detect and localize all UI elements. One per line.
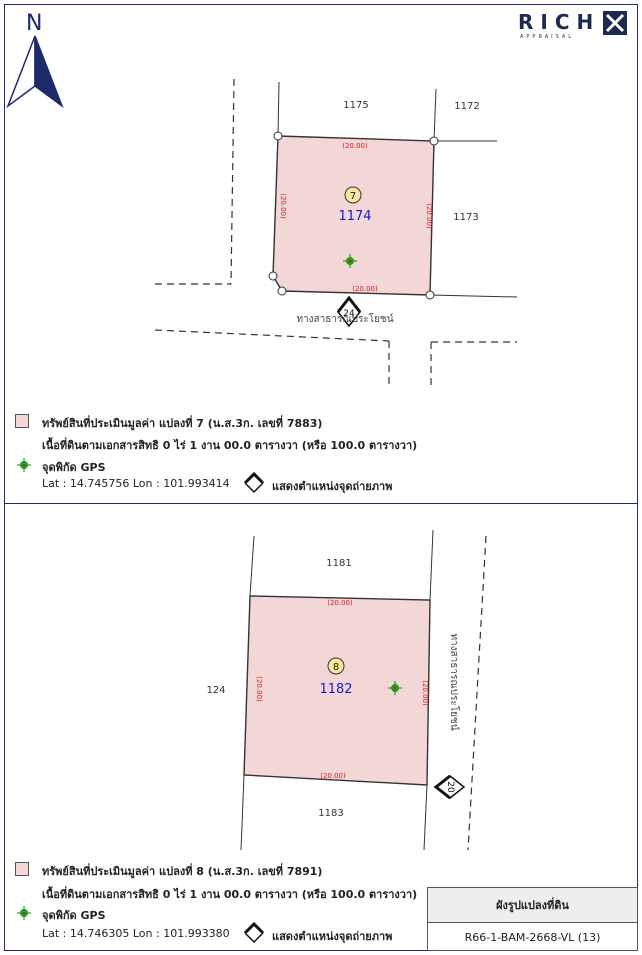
map2-lot-number: 1182 (319, 682, 352, 697)
map2-dim-top: (20.00) (327, 599, 353, 607)
legend1-coordinates: Lat : 14.745756 Lon : 101.993414 (42, 477, 230, 490)
map2-gps-point-icon (388, 681, 402, 695)
map2-neighbor-bottom: 1183 (318, 808, 343, 819)
map2-parcel-marker: 8 (327, 657, 345, 675)
map2-parcel-marker-label: 8 (333, 662, 339, 673)
legend2-gps-label: จุดพิกัด GPS (42, 909, 106, 922)
map1-dim-bottom: (20.00) (352, 285, 378, 293)
legend1-gps-label: จุดพิกัด GPS (42, 461, 106, 474)
logo-x-mark-icon (603, 11, 627, 35)
plan-reference-code: R66-1-BAM-2668-VL (13) (464, 930, 601, 944)
map1-dim-left: (20.00) (279, 193, 287, 219)
legend2-coordinates: Lat : 14.746305 Lon : 101.993380 (42, 927, 230, 940)
map1-subject-parcel[interactable] (272, 135, 435, 296)
legend2-asset-text: ทรัพย์สินที่ประเมินมูลค่า แปลงที่ 8 (น.ส… (42, 865, 323, 878)
map1-lot-number: 1174 (338, 209, 371, 224)
legend1-gps-symbol-icon (17, 458, 31, 472)
legend2-gps-symbol-icon (17, 906, 31, 920)
map2-photo-point-icon[interactable]: 20 (433, 774, 466, 800)
legend2-photo-label: แสดงตำแหน่งจุดถ่ายภาพ (272, 930, 393, 943)
map2-dim-left: (20.00) (255, 676, 263, 702)
map1-photo-marker-label: 24 (343, 309, 355, 319)
map1-dim-right: (20.00) (425, 203, 433, 229)
map1-neighbor-top-right: 1172 (454, 101, 479, 112)
map2-dim-bottom: (20.00) (320, 772, 346, 780)
legend1-parcel-swatch (15, 414, 29, 428)
plan-title-box: ผังรูปแปลงที่ดิน R66-1-BAM-2668-VL (13) (427, 887, 638, 951)
map1-road-label: ทางสาธารณประโยชน์ (296, 312, 393, 325)
rich-appraisal-logo: RICH APPRAISAL (518, 10, 630, 44)
legend2-area-text: เนื้อที่ดินตามเอกสารสิทธิ 0 ไร่ 1 งาน 00… (42, 888, 418, 901)
map1-neighbor-top: 1175 (343, 100, 368, 111)
map2-linework (240, 529, 487, 851)
map1-boundary-pins (268, 131, 439, 300)
map1-parcel-marker-label: 7 (350, 191, 356, 202)
map1-linework (154, 78, 518, 385)
map-sheet-frame (4, 4, 638, 951)
map1-photo-point-icon[interactable]: 24 (336, 295, 362, 328)
legend2-parcel-swatch (15, 862, 29, 876)
map2-subject-parcel[interactable] (243, 595, 431, 786)
north-arrow-icon: N (6, 11, 64, 109)
map1-parcel-marker: 7 (344, 186, 362, 204)
map1-dim-top: (20.00) (342, 142, 368, 150)
map1-neighbor-right: 1173 (453, 212, 478, 223)
legend2-photo-symbol-icon (243, 921, 265, 944)
legend1-photo-symbol-icon (243, 471, 265, 494)
map1-gps-point-icon (343, 254, 357, 268)
logo-word: RICH (518, 10, 601, 34)
legend1-asset-text: ทรัพย์สินที่ประเมินมูลค่า แปลงที่ 7 (น.ส… (42, 417, 323, 430)
map2-neighbor-left: 124 (206, 685, 225, 696)
plan-title-heading: ผังรูปแปลงที่ดิน (428, 888, 637, 923)
legend1-photo-label: แสดงตำแหน่งจุดถ่ายภาพ (272, 480, 393, 493)
map2-neighbor-top: 1181 (326, 558, 351, 569)
map2-road-label: ทางสาธารณประโยชน์ (448, 633, 461, 730)
map2-photo-marker-label: 20 (445, 781, 455, 793)
legend1-area-text: เนื้อที่ดินตามเอกสารสิทธิ 0 ไร่ 1 งาน 00… (42, 439, 418, 452)
north-label: N (26, 11, 42, 36)
logo-tagline: APPRAISAL (520, 34, 575, 40)
map2-dim-right: (20.00) (421, 680, 429, 706)
section-divider (4, 503, 638, 504)
